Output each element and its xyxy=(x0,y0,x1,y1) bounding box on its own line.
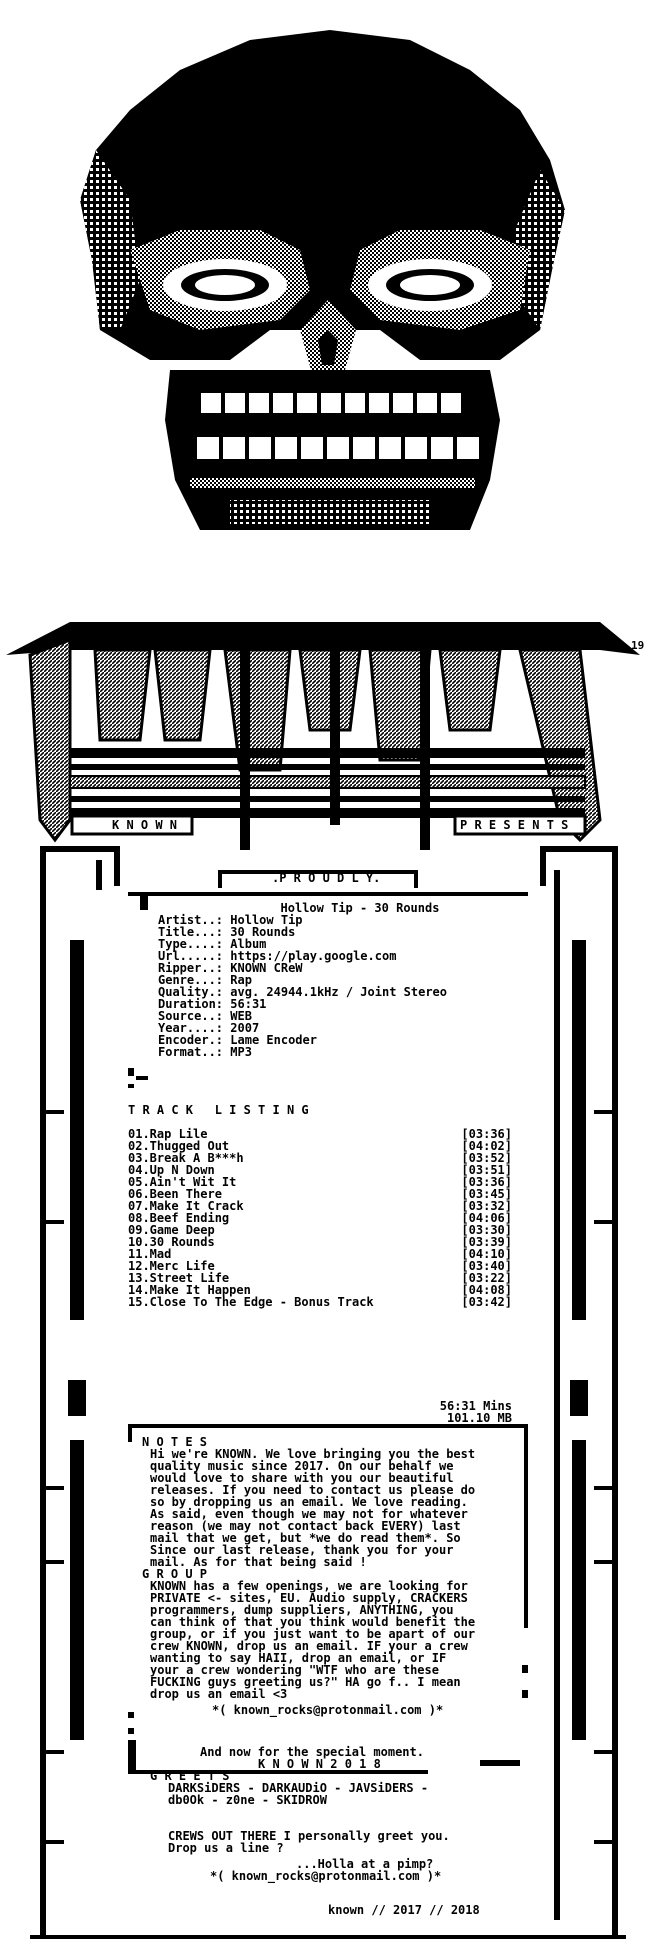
track-row: 14.Make It Happen[04:08] xyxy=(128,1283,512,1297)
track-row: 06.Been There[03:45] xyxy=(128,1187,512,1201)
track-row: 13.Street Life[03:22] xyxy=(128,1271,512,1285)
notes-line: quality music since 2017. On our behalf … xyxy=(150,1459,454,1473)
notes-body: Hi we're KNOWN. We love bringing you the… xyxy=(150,1448,475,1568)
track-row: 09.Game Deep[03:30] xyxy=(128,1223,512,1237)
group-line: KNOWN has a few openings, we are looking… xyxy=(150,1579,468,1593)
group-line: can think of that you think would benefi… xyxy=(150,1615,476,1629)
notes-line: so by dropping us an email. We love read… xyxy=(150,1495,468,1509)
info-row-year: Year....: 2007 xyxy=(158,1021,260,1035)
group-email: *( known_rocks@protonmail.com )* xyxy=(212,1703,444,1717)
info-row-quality: Quality.: avg. 24944.1kHz / Joint Stereo xyxy=(158,985,448,999)
notes-line: Since our last release, thank you for yo… xyxy=(150,1543,454,1557)
logo-superscript: 19 xyxy=(631,639,645,652)
special-line: And now for the special moment. xyxy=(200,1745,424,1759)
track-row: 02.Thugged Out[04:02] xyxy=(128,1139,512,1153)
holla-line: ...Holla at a pimp? xyxy=(296,1857,434,1871)
known-logo xyxy=(6,622,640,850)
group-line: wanting to say HAII, drop an email, or I… xyxy=(150,1651,447,1665)
info-row-source: Source..: WEB xyxy=(158,1009,252,1023)
known-label: K N O W N xyxy=(112,818,178,832)
known-year: K N O W N 2 0 1 8 xyxy=(258,1757,381,1771)
group-line: your a crew wondering "WTF who are these xyxy=(150,1663,439,1677)
track-row: 05.Ain't Wit It[03:36] xyxy=(128,1175,512,1189)
group-line: PRIVATE <- sites, EU. Audio supply, CRAC… xyxy=(150,1591,468,1605)
presents-label: P R E S E N T S xyxy=(460,818,569,832)
notes-line: reason (we may not contact back EVERY) l… xyxy=(150,1519,461,1533)
track-row: 03.Break A B***h[03:52] xyxy=(128,1151,512,1165)
group-body: KNOWN has a few openings, we are looking… xyxy=(150,1580,475,1700)
release-title: Hollow Tip - 30 Rounds xyxy=(280,901,440,915)
greets-heading: G R E E T S xyxy=(150,1769,230,1783)
group-line: programmers, dump suppliers, ANYTHING, y… xyxy=(150,1603,454,1617)
track-row: 15.Close To The Edge - Bonus Track[03:42… xyxy=(128,1295,512,1309)
info-row-genre: Genre...: Rap xyxy=(158,973,252,987)
notes-line: would love to share with you our beautif… xyxy=(150,1471,454,1485)
track-row: 08.Beef Ending[04:06] xyxy=(128,1211,512,1225)
greets-email: *( known_rocks@protonmail.com )* xyxy=(210,1869,442,1883)
info-row-format: Format..: MP3 xyxy=(158,1045,252,1059)
notes-line: Hi we're KNOWN. We love bringing you the… xyxy=(150,1447,476,1461)
track-row: 11.Mad[04:10] xyxy=(128,1247,512,1261)
notes-line: mail. As for that being said ! xyxy=(150,1555,367,1569)
greets-line: db0Ok - z0ne - SKIDROW xyxy=(168,1793,327,1807)
notes-line: As said, even though we may not for what… xyxy=(150,1507,468,1521)
tracklist-heading: T R A C K L I S T I N G xyxy=(128,1103,309,1117)
release-info: Artist..: Hollow Tip Title...: 30 Rounds… xyxy=(158,914,447,1058)
info-row-artist: Artist..: Hollow Tip xyxy=(158,913,303,927)
info-row-ripper: Ripper..: KNOWN CReW xyxy=(158,961,303,975)
tracklist: 01.Rap Lile[03:36] 02.Thugged Out[04:02]… xyxy=(128,1128,512,1308)
track-row: 01.Rap Lile[03:36] xyxy=(128,1127,512,1141)
group-line: FUCKING guys greeting us?" HA go f.. I m… xyxy=(150,1675,461,1689)
total-time: 56:31 Mins xyxy=(439,1399,512,1413)
group-line: crew KNOWN, drop us an email. IF your a … xyxy=(150,1639,468,1653)
track-row: 12.Merc Life[03:40] xyxy=(128,1259,512,1273)
footer-signature: known // 2017 // 2018 xyxy=(328,1903,480,1917)
group-heading: G R O U P xyxy=(142,1567,208,1581)
notes-heading: N O T E S xyxy=(142,1435,208,1449)
track-row: 10.30 Rounds[03:39] xyxy=(128,1235,512,1249)
info-row-encoder: Encoder.: Lame Encoder xyxy=(158,1033,317,1047)
total-size: 101.10 MB xyxy=(446,1411,512,1425)
notes-line: releases. If you need to contact us plea… xyxy=(150,1483,476,1497)
crews-line-2: Drop us a line ? xyxy=(168,1841,284,1855)
group-line: drop us an email <3 xyxy=(150,1687,288,1701)
info-row-type: Type....: Album xyxy=(158,937,267,951)
notes-line: mail that we get, but *we do read them*.… xyxy=(150,1531,461,1545)
info-row-duration: Duration: 56:31 xyxy=(158,997,267,1011)
track-row: 07.Make It Crack[03:32] xyxy=(128,1199,512,1213)
group-line: group, or if you just want to be apart o… xyxy=(150,1627,476,1641)
track-row: 04.Up N Down[03:51] xyxy=(128,1163,512,1177)
skull-art xyxy=(80,30,565,530)
greets-line: DARKSiDERS - DARKAUDiO - JAVSiDERS - xyxy=(168,1781,429,1795)
proudly-label: .P R O U D L Y. xyxy=(272,871,381,885)
info-row-title: Title...: 30 Rounds xyxy=(158,925,296,939)
crews-line-1: CREWS OUT THERE I personally greet you. xyxy=(168,1829,450,1843)
info-row-url: Url.....: https://play.google.com xyxy=(158,949,397,963)
